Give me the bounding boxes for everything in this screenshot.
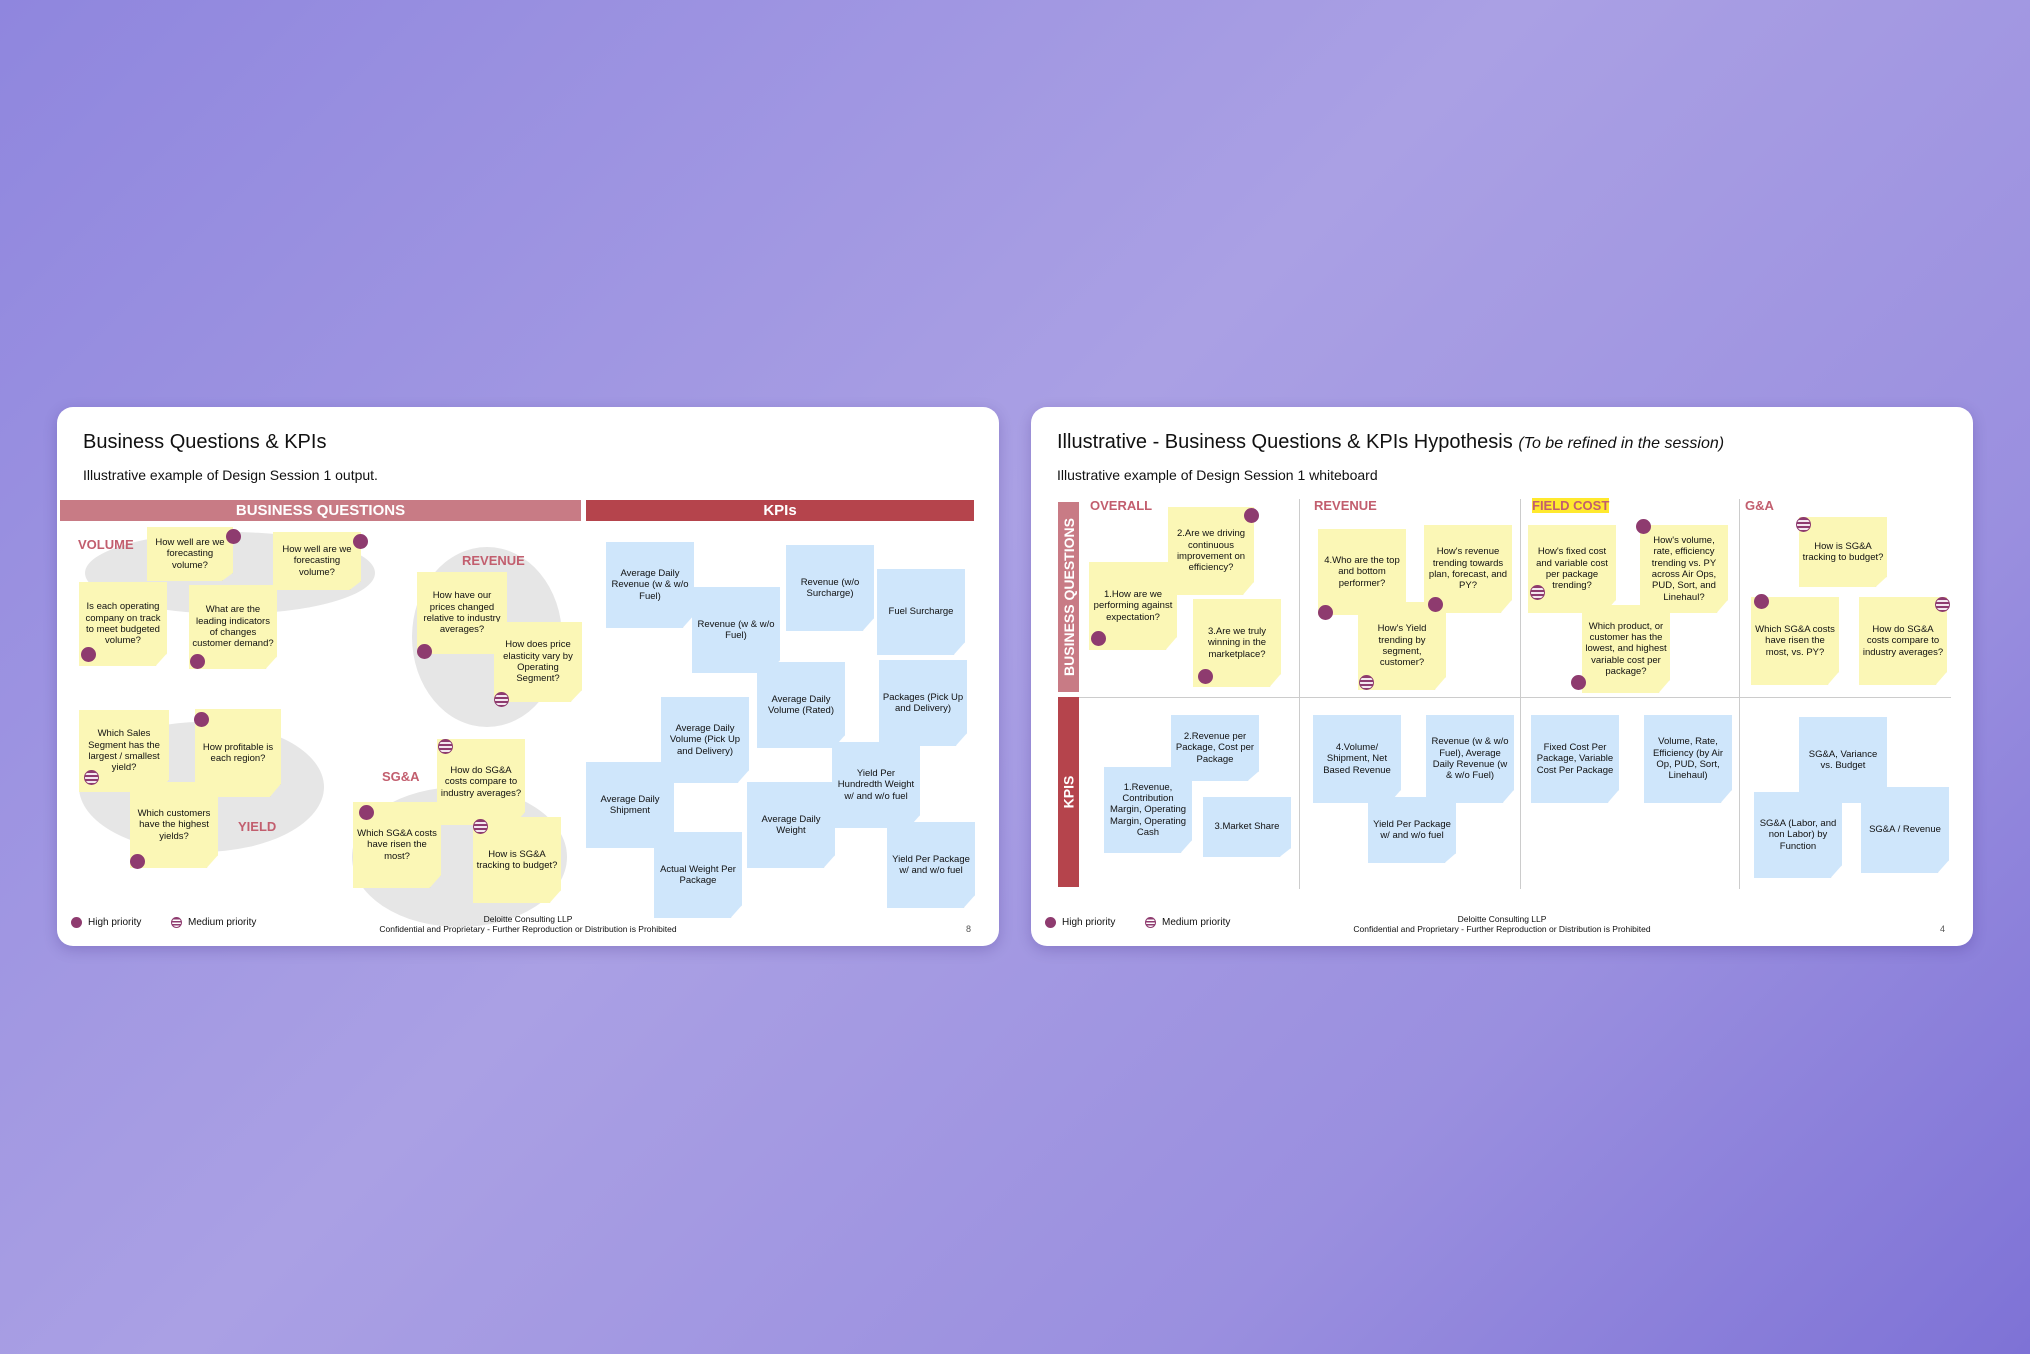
question-note[interactable]: How do SG&A costs compare to industry av…	[437, 739, 525, 825]
section-volume: VOLUME	[78, 537, 134, 552]
question-note[interactable]: How do SG&A costs compare to industry av…	[1859, 597, 1947, 685]
medium-priority-dot	[1796, 517, 1811, 532]
question-note[interactable]: 2.Are we driving continuous improvement …	[1168, 507, 1254, 595]
kpis-header: KPIs	[586, 500, 974, 521]
slide-title: Business Questions & KPIs	[83, 431, 327, 453]
column-divider	[1739, 499, 1740, 889]
section-sga: SG&A	[382, 769, 420, 784]
high-priority-dot	[194, 712, 209, 727]
kpi-note[interactable]: Revenue (w/o Surcharge)	[786, 545, 874, 631]
question-note[interactable]: How is SG&A tracking to budget?	[1799, 517, 1887, 587]
row-divider	[1079, 697, 1951, 698]
kpi-note[interactable]: 3.Market Share	[1203, 797, 1291, 857]
kpi-note[interactable]: Actual Weight Per Package	[654, 832, 742, 918]
legend-medium: Medium priority	[1145, 917, 1230, 928]
page-number: 4	[1939, 924, 1945, 934]
question-note[interactable]: Which customers have the highest yields?	[130, 782, 218, 868]
question-note[interactable]: What are the leading indicators of chang…	[189, 585, 277, 669]
legend-high: High priority	[71, 917, 141, 928]
kpi-note[interactable]: 4.Volume/ Shipment, Net Based Revenue	[1313, 715, 1401, 803]
question-note[interactable]: How is SG&A tracking to budget?	[473, 817, 561, 903]
high-priority-icon	[1045, 917, 1056, 928]
question-note[interactable]: How well are we forecasting volume?	[273, 532, 361, 590]
business-questions-header: BUSINESS QUESTIONS	[60, 500, 581, 521]
high-priority-icon	[71, 917, 82, 928]
kpi-note[interactable]: Average Daily Volume (Pick Up and Delive…	[661, 697, 749, 783]
high-priority-dot	[226, 529, 241, 544]
kpi-note[interactable]: Yield Per Hundredth Weight w/ and w/o fu…	[832, 742, 920, 828]
kpi-note[interactable]: Fuel Surcharge	[877, 569, 965, 655]
kpi-note[interactable]: Revenue (w & w/o Fuel), Average Daily Re…	[1426, 715, 1514, 803]
question-note[interactable]: How does price elasticity vary by Operat…	[494, 622, 582, 702]
high-priority-dot	[81, 647, 96, 662]
page-number: 8	[965, 924, 971, 934]
high-priority-dot	[1754, 594, 1769, 609]
column-field-cost: FIELD COST	[1532, 498, 1610, 513]
legend-medium: Medium priority	[171, 917, 256, 928]
section-revenue: REVENUE	[462, 553, 525, 568]
medium-priority-dot	[1530, 585, 1545, 600]
question-note[interactable]: How's volume, rate, efficiency trending …	[1640, 525, 1728, 613]
high-priority-dot	[1198, 669, 1213, 684]
kpis-vertical-band: KPIS	[1058, 697, 1079, 887]
question-note[interactable]: Which product, or customer has the lowes…	[1582, 605, 1670, 693]
high-priority-dot	[359, 805, 374, 820]
high-priority-dot	[1571, 675, 1586, 690]
slide-business-questions-kpis-hypothesis: Illustrative - Business Questions & KPIs…	[1031, 407, 1973, 946]
column-divider	[1299, 499, 1300, 889]
kpi-note[interactable]: Average Daily Weight	[747, 782, 835, 868]
question-note[interactable]: How have our prices changed relative to …	[417, 572, 507, 654]
kpi-note[interactable]: Average Daily Revenue (w & w/o Fuel)	[606, 542, 694, 628]
business-questions-vertical-band: BUSINESS QUESTIONS	[1058, 502, 1079, 692]
column-ga: G&A	[1745, 498, 1774, 513]
slide-title: Illustrative - Business Questions & KPIs…	[1057, 431, 1725, 453]
column-overall: OVERALL	[1090, 498, 1153, 513]
high-priority-dot	[1091, 631, 1106, 646]
kpi-note[interactable]: Revenue (w & w/o Fuel)	[692, 587, 780, 673]
medium-priority-dot	[84, 770, 99, 785]
kpi-note[interactable]: SG&A (Labor, and non Labor) by Function	[1754, 792, 1842, 878]
kpi-note[interactable]: 1.Revenue, Contribution Margin, Operatin…	[1104, 767, 1192, 853]
kpi-note[interactable]: Volume, Rate, Efficiency (by Air Op, PUD…	[1644, 715, 1732, 803]
kpi-note[interactable]: SG&A / Revenue	[1861, 787, 1949, 873]
kpi-note[interactable]: Yield Per Package w/ and w/o fuel	[887, 822, 975, 908]
legend-high: High priority	[1045, 917, 1115, 928]
kpi-note[interactable]: Fixed Cost Per Package, Variable Cost Pe…	[1531, 715, 1619, 803]
high-priority-dot	[130, 854, 145, 869]
kpi-note[interactable]: Yield Per Package w/ and w/o fuel	[1368, 797, 1456, 863]
high-priority-dot	[1318, 605, 1333, 620]
question-note[interactable]: How's Yield trending by segment, custome…	[1358, 602, 1446, 690]
high-priority-dot	[190, 654, 205, 669]
question-note[interactable]: Which SG&A costs have risen the most, vs…	[1751, 597, 1839, 685]
medium-priority-icon	[171, 917, 182, 928]
medium-priority-dot	[438, 739, 453, 754]
slide-subtitle: Illustrative example of Design Session 1…	[83, 467, 378, 483]
kpi-note[interactable]: Average Daily Volume (Rated)	[757, 662, 845, 748]
high-priority-dot	[353, 534, 368, 549]
question-note[interactable]: How's fixed cost and variable cost per p…	[1528, 525, 1616, 613]
high-priority-dot	[1244, 508, 1259, 523]
question-note[interactable]: How profitable is each region?	[195, 709, 281, 797]
column-revenue: REVENUE	[1314, 498, 1377, 513]
column-divider	[1520, 499, 1521, 889]
section-yield: YIELD	[238, 819, 277, 834]
medium-priority-dot	[494, 692, 509, 707]
question-note[interactable]: 4.Who are the top and bottom performer?	[1318, 529, 1406, 615]
kpi-note[interactable]: SG&A, Variance vs. Budget	[1799, 717, 1887, 803]
high-priority-dot	[1428, 597, 1443, 612]
high-priority-dot	[1636, 519, 1651, 534]
kpi-note[interactable]: Packages (Pick Up and Delivery)	[879, 660, 967, 746]
slide-business-questions-kpis: Business Questions & KPIs Illustrative e…	[57, 407, 999, 946]
medium-priority-dot	[473, 819, 488, 834]
question-note[interactable]: How well are we forecasting volume?	[147, 527, 233, 581]
high-priority-dot	[417, 644, 432, 659]
medium-priority-dot	[1935, 597, 1950, 612]
slide-subtitle: Illustrative example of Design Session 1…	[1057, 467, 1378, 483]
medium-priority-dot	[1359, 675, 1374, 690]
medium-priority-icon	[1145, 917, 1156, 928]
